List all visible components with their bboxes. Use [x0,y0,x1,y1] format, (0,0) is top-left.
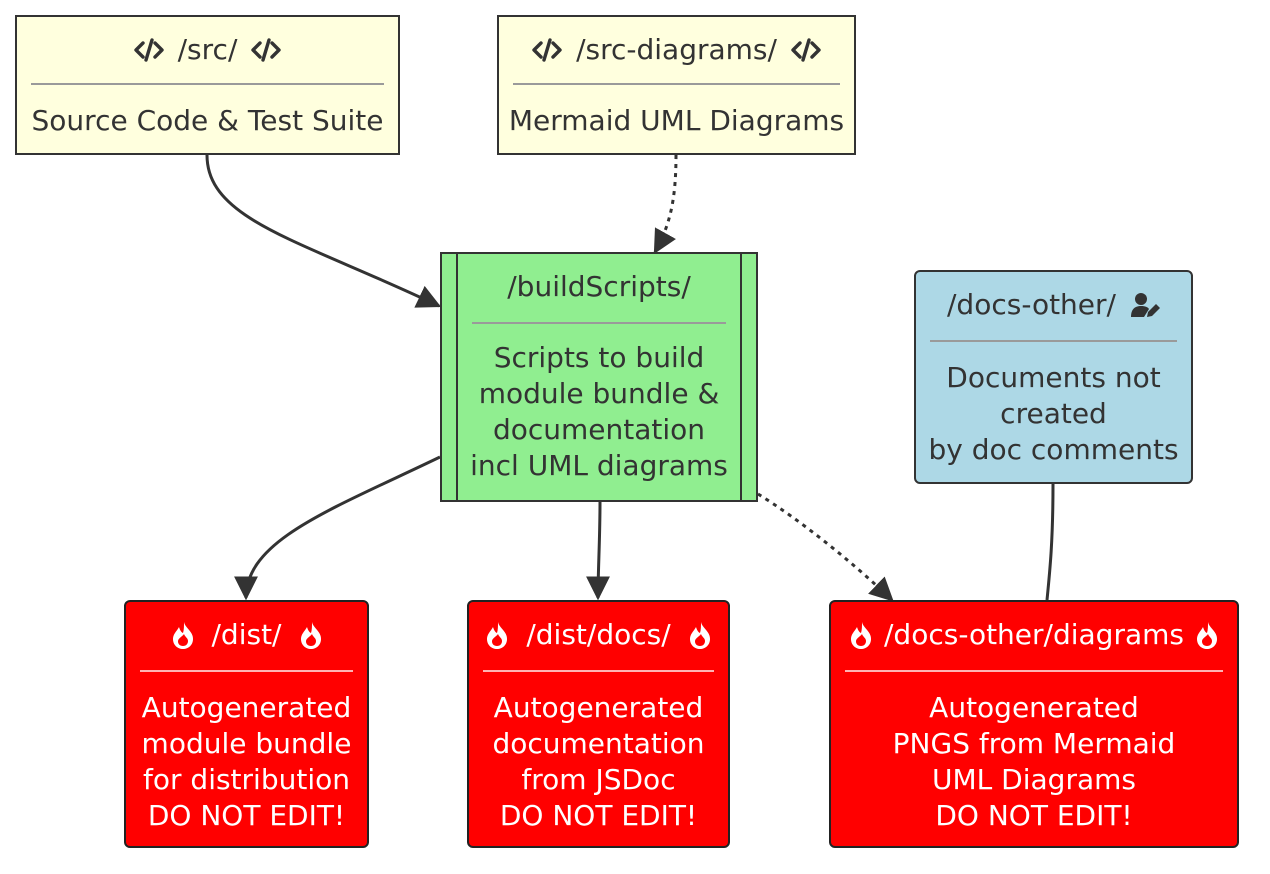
code-icon [133,35,164,65]
node-src-label: /src/ [177,33,238,66]
node-src-diagrams-label: /src-diagrams/ [576,33,777,66]
node-dist-docs-description: Autogenerated documentation from JSDoc D… [492,691,705,832]
code-icon [251,35,282,65]
edge-buildscripts-to-dist [234,455,441,601]
fire-icon [685,620,715,650]
node-src-title: /src/ [17,33,398,67]
edge-docsother-to-docsotherdiagrams [1045,483,1055,601]
edge-srcdiagrams-to-buildscripts [653,154,678,255]
edge-buildscripts-to-distdocs [586,501,611,601]
node-docs-other-title: /docs-other/ [916,288,1191,322]
node-divider [483,670,714,672]
node-divider [31,83,384,85]
node-docs-other-diagrams-title: /docs-other/diagrams [831,618,1237,652]
node-divider [140,670,353,672]
node-src-diagrams-title: /src-diagrams/ [499,33,854,67]
node-divider [513,83,840,85]
code-icon [532,35,562,65]
node-src-diagrams-description: Mermaid UML Diagrams [508,104,845,137]
node-docs-other-diagrams-label: /docs-other/diagrams [884,618,1184,651]
node-dist-docs-title: /dist/docs/ [469,618,728,652]
node-dist-docs[interactable]: /dist/docs/ Autogenerated documentation … [467,600,730,848]
subroutine-bar-left [456,254,458,500]
subroutine-bar-right [740,254,742,500]
fire-icon [296,620,326,650]
edge-src-to-buildscripts [205,154,442,308]
fire-icon [1192,620,1222,650]
fire-icon [168,620,198,650]
node-build-scripts-title: /buildScripts/ [442,270,756,304]
node-src-description: Source Code & Test Suite [31,104,384,137]
node-dist-description: Autogenerated module bundle for distribu… [141,691,352,832]
node-docs-other-diagrams[interactable]: /docs-other/diagrams Autogenerated PNGS … [829,600,1239,848]
node-docs-other[interactable]: /docs-other/ Documents not created by do… [914,270,1193,484]
code-icon [791,35,821,65]
node-dist-docs-label: /dist/docs/ [526,618,671,651]
node-docs-other-description: Documents not created by doc comments [928,361,1179,466]
node-divider [472,322,726,324]
node-docs-other-diagrams-description: Autogenerated PNGS from Mermaid UML Diag… [892,691,1176,832]
node-dist[interactable]: /dist/ Autogenerated module bundle for d… [124,600,369,848]
node-build-scripts-description: Scripts to build module bundle & documen… [470,341,728,482]
fire-icon [482,620,512,650]
node-build-scripts[interactable]: /buildScripts/ Scripts to build module b… [440,252,758,502]
fire-icon [846,620,876,650]
user-edit-icon [1130,290,1160,320]
node-src[interactable]: /src/ Source Code & Test Suite [15,15,400,155]
edge-buildscripts-to-docsotherdiagrams [757,492,894,602]
node-src-diagrams[interactable]: /src-diagrams/ Mermaid UML Diagrams [497,15,856,155]
node-divider [930,340,1177,342]
node-docs-other-label: /docs-other/ [947,288,1116,321]
node-dist-label: /dist/ [211,618,282,651]
node-build-scripts-label: /buildScripts/ [507,270,691,303]
node-divider [845,670,1223,672]
node-dist-title: /dist/ [126,618,367,652]
